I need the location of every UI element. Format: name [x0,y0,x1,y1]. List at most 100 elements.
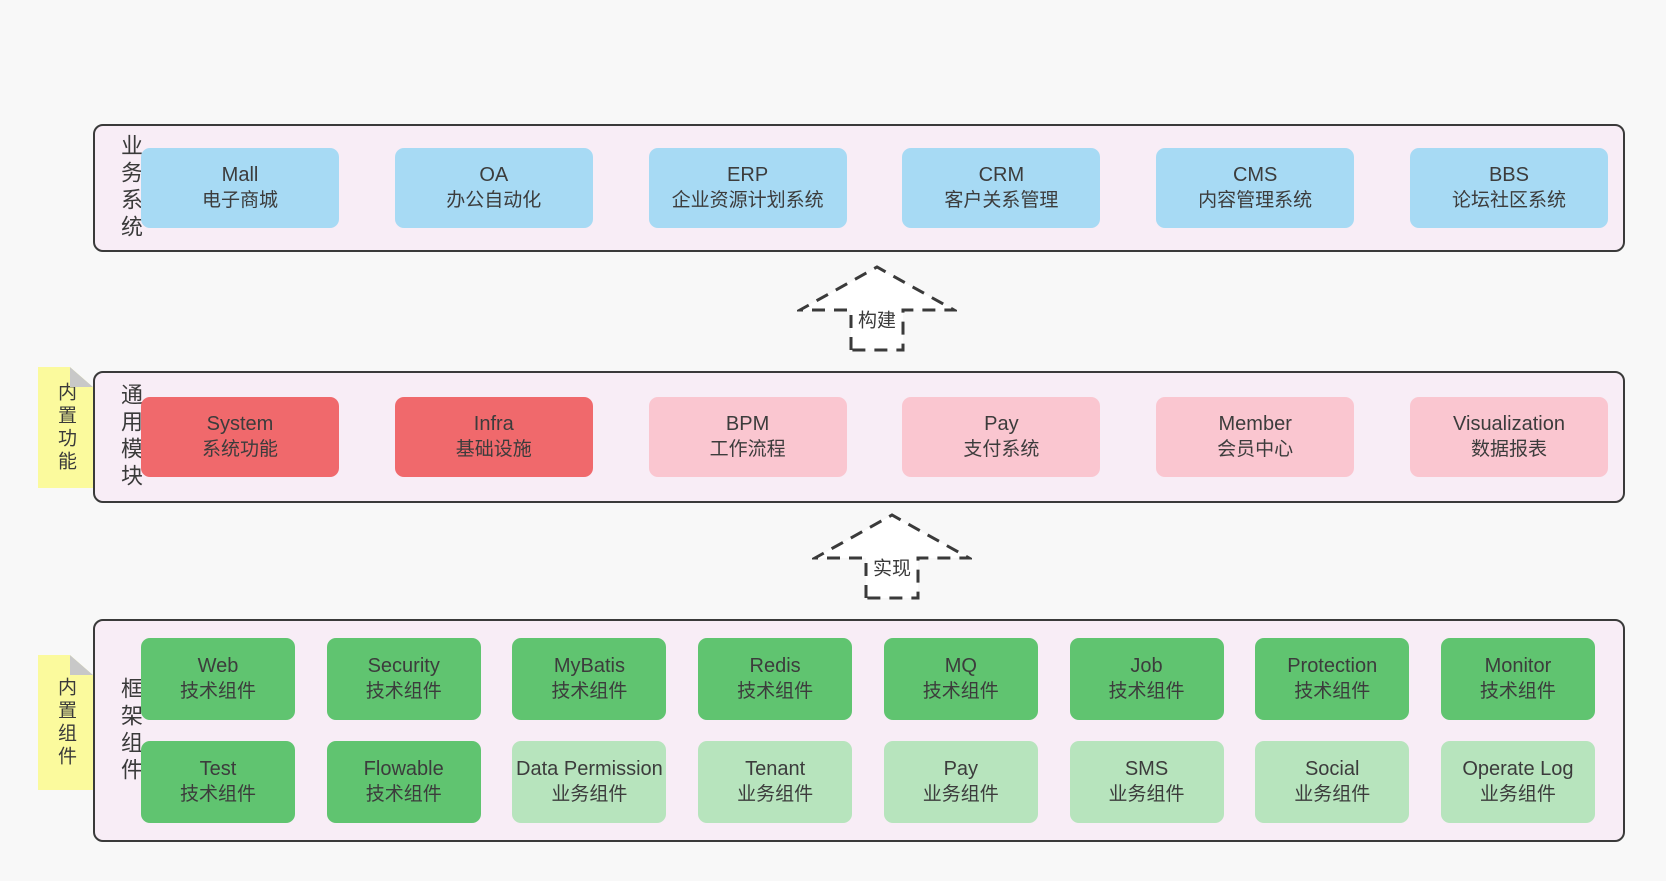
box-mall: Mall 电子商城 [141,148,339,228]
layer-business-systems: 业务系统 Mall 电子商城 OA 办公自动化 ERP 企业资源计划系统 CRM… [93,124,1625,252]
box-bpm: BPM 工作流程 [648,397,847,477]
sticky-note-built-in-features: 内置功能 [38,367,93,488]
box-data-permission: Data Permission 业务组件 [512,741,667,823]
box-title: Protection [1287,655,1378,677]
box-subtitle: 数据报表 [1470,439,1547,460]
box-visualization: Visualization 数据报表 [1409,397,1608,477]
box-subtitle: 技术组件 [551,681,628,702]
box-subtitle: 业务组件 [1479,784,1556,805]
layer-common-modules: 通用模块 System 系统功能 Infra 基础设施 BPM 工作流程 Pay… [93,371,1625,503]
box-title: Pay [984,413,1019,435]
box-title: CMS [1232,164,1278,186]
box-subtitle: 会员中心 [1217,439,1294,460]
box-erp: ERP 企业资源计划系统 [648,148,847,228]
box-redis: Redis 技术组件 [698,638,853,720]
box-title: Pay [943,758,979,780]
box-subtitle: 业务组件 [1108,784,1185,805]
layer-components-label: 框架组件 [118,676,143,785]
box-title: MQ [944,655,977,677]
box-subtitle: 业务组件 [1294,784,1371,805]
box-subtitle: 系统功能 [201,439,278,460]
box-title: BPM [725,413,770,435]
box-subtitle: 基础设施 [455,439,532,460]
build-arrow: 构建 [797,264,957,352]
box-test: Test 技术组件 [141,741,295,823]
box-subtitle: 内容管理系统 [1198,190,1313,211]
box-crm: CRM 客户关系管理 [902,148,1101,228]
box-pay-business: Pay 业务组件 [883,741,1038,823]
layer-business-label: 业务系统 [118,134,143,242]
implement-arrow: 实现 [812,512,972,600]
box-subtitle: 技术组件 [737,681,814,702]
box-title: Security [367,655,440,677]
box-sms: SMS 业务组件 [1069,741,1224,823]
sticky-note-built-in-components: 内置组件 [38,655,93,790]
box-title: Monitor [1484,655,1552,677]
box-oa: OA 办公自动化 [394,148,593,228]
box-title: Operate Log [1462,758,1574,780]
box-title: Test [199,758,237,780]
box-subtitle: 技术组件 [179,681,256,702]
components-boxes-grid: Web 技术组件 Security 技术组件 MyBatis 技术组件 Redi… [141,638,1623,823]
box-subtitle: 工作流程 [709,439,786,460]
components-row-2: Test 技术组件 Flowable 技术组件 Data Permission … [141,741,1595,823]
box-job: Job 技术组件 [1069,638,1224,720]
box-subtitle: 技术组件 [179,784,256,805]
implement-arrow-label: 实现 [869,553,915,581]
box-subtitle: 客户关系管理 [944,190,1059,211]
box-social: Social 业务组件 [1255,741,1410,823]
box-monitor: Monitor 技术组件 [1440,638,1595,720]
box-subtitle: 办公自动化 [446,190,542,211]
box-subtitle: 论坛社区系统 [1451,190,1566,211]
box-cms: CMS 内容管理系统 [1156,148,1355,228]
box-subtitle: 电子商城 [201,190,278,211]
box-title: Web [197,655,239,677]
box-title: Redis [749,655,801,677]
box-flowable: Flowable 技术组件 [326,741,481,823]
box-title: Data Permission [516,758,663,780]
box-protection: Protection 技术组件 [1255,638,1410,720]
sticky-note-label: 内置功能 [55,381,76,474]
box-title: System [206,413,274,435]
box-title: Flowable [363,758,444,780]
box-member: Member 会员中心 [1156,397,1355,477]
box-title: Visualization [1453,413,1565,435]
box-subtitle: 技术组件 [1479,681,1556,702]
box-title: SMS [1124,758,1169,780]
box-subtitle: 技术组件 [1294,681,1371,702]
box-operate-log: Operate Log 业务组件 [1440,741,1595,823]
box-subtitle: 业务组件 [737,784,814,805]
layer-framework-components: 框架组件 Web 技术组件 Security 技术组件 MyBatis 技术组件… [93,619,1625,842]
box-subtitle: 技术组件 [365,681,442,702]
box-title: Tenant [745,758,806,780]
box-subtitle: 业务组件 [922,784,999,805]
box-title: BBS [1488,164,1529,186]
box-title: Infra [473,413,514,435]
box-subtitle: 技术组件 [365,784,442,805]
modules-boxes-row: System 系统功能 Infra 基础设施 BPM 工作流程 Pay 支付系统… [141,397,1623,477]
box-subtitle: 业务组件 [551,784,628,805]
box-title: Social [1304,758,1360,780]
box-title: ERP [727,164,769,186]
box-web: Web 技术组件 [141,638,295,720]
box-title: Job [1130,655,1163,677]
box-mybatis: MyBatis 技术组件 [512,638,667,720]
business-boxes-row: Mall 电子商城 OA 办公自动化 ERP 企业资源计划系统 CRM 客户关系… [141,148,1623,228]
box-system: System 系统功能 [141,397,339,477]
box-subtitle: 支付系统 [963,439,1040,460]
layer-modules-label: 通用模块 [118,383,143,491]
sticky-note-label: 内置组件 [55,676,76,769]
build-arrow-label: 构建 [854,305,900,333]
box-title: Member [1218,413,1292,435]
box-title: CRM [978,164,1025,186]
box-title: OA [479,164,509,186]
box-tenant: Tenant 业务组件 [698,741,853,823]
box-security: Security 技术组件 [326,638,481,720]
box-pay: Pay 支付系统 [902,397,1101,477]
box-subtitle: 技术组件 [922,681,999,702]
box-title: MyBatis [553,655,625,677]
box-mq: MQ 技术组件 [883,638,1038,720]
box-title: Mall [221,164,259,186]
box-subtitle: 企业资源计划系统 [671,190,824,211]
